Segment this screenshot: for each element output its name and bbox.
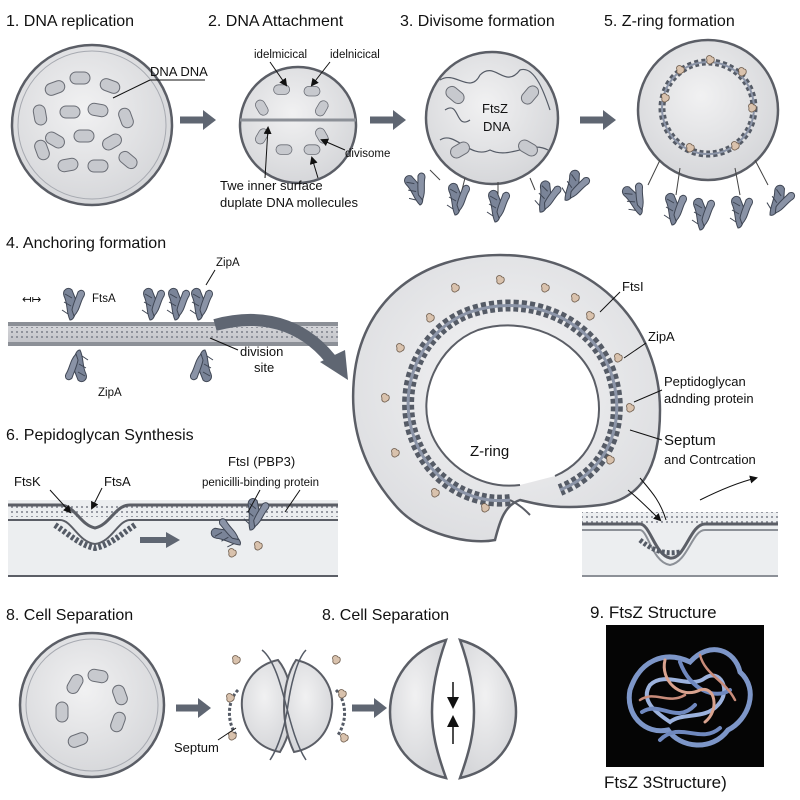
big-septum-label-1: Septum (664, 432, 716, 449)
big-pbp-label-1: Peptidoglycan (664, 374, 746, 389)
panel-2-title: 2. DNA Attachment (208, 13, 344, 30)
big-pbp-label-2: adnding protein (664, 391, 754, 406)
p4-icon-label: ↤↦ (22, 294, 42, 306)
p2-caption-1: Twe inner surface (220, 178, 323, 193)
p6-ftsk-label: FtsK (14, 474, 41, 489)
panel-dna-attachment: 2. DNA Attachment idelmicical idelnicica… (208, 13, 406, 210)
p4-zipa-bottom-label: ZipA (98, 387, 122, 399)
big-z-ring-label: Z-ring (470, 443, 509, 460)
p6-ftsa-label: FtsA (104, 474, 131, 489)
p4-division-label-2: site (254, 360, 274, 375)
panel-6-title: 6. Pepidoglycan Synthesis (6, 427, 194, 444)
separated-cell-right (458, 638, 518, 780)
panel-1-title: 1. DNA replication (6, 13, 134, 30)
separated-cell-left (388, 638, 448, 780)
p2-identical-left-label: idelmicical (254, 49, 307, 61)
panel-z-ring-formation: 5. Z-ring formation (604, 13, 798, 231)
divisome-proteins-5 (618, 179, 798, 231)
p6-ftsi-label-2: penicilli-binding protein (202, 477, 319, 489)
arrow-4-big (213, 313, 340, 369)
panel-8b-title: 8. Cell Separation (322, 607, 449, 624)
anchoring-proteins-top (61, 287, 214, 321)
cell-3 (424, 50, 560, 186)
pg-membrane-bottom (8, 519, 338, 546)
panel-z-ring-detail: FtsI ZipA Peptidoglycan adnding protein … (351, 253, 756, 543)
panel-8a-title: 8. Cell Separation (6, 607, 133, 624)
panel-ftsz-structure: 9. FtsZ Structure FtsZ 3Structure) (590, 603, 764, 792)
panel-anchoring-formation: 4. Anchoring formation ↤↦ FtsA ZipA ZipA… (6, 235, 348, 399)
p2-identical-right-label: idelnicical (330, 49, 380, 61)
panel-divisome-formation: 3. Divisome formation FtsZ DNA (400, 13, 616, 223)
panel-5-title: 5. Z-ring formation (604, 13, 735, 30)
cell-8a (18, 631, 166, 779)
p4-zipa-top-label: ZipA (216, 257, 240, 269)
p8a-septum-label: Septum (174, 740, 219, 755)
p2-divisome-label: divisome (345, 148, 390, 160)
panel-septum-contraction (582, 475, 778, 577)
p4-division-label-1: division (240, 344, 283, 359)
cell-2 (238, 65, 358, 185)
ftsz-caption: FtsZ 3Structure) (604, 773, 727, 792)
dna-pointer (112, 79, 151, 99)
anchoring-proteins-bottom (64, 349, 214, 383)
big-septum-label-2: and Contrcation (664, 452, 756, 467)
ftsz-molecule (626, 647, 753, 748)
p6-ftsi-label-1: FtsI (PBP3) (228, 454, 295, 469)
panel-3-title: 3. Divisome formation (400, 13, 555, 30)
panel-peptidoglycan-synthesis: 6. Pepidoglycan Synthesis FtsK FtsA FtsI… (6, 427, 338, 577)
panel-4-title: 4. Anchoring formation (6, 235, 166, 252)
z-ring-inner (425, 324, 601, 487)
p3-dna-label: DNA (483, 119, 511, 134)
p4-ftsa-label: FtsA (92, 293, 116, 305)
panel-dna-replication: 1. DNA replication DNA DNA (6, 13, 216, 207)
dividing-cells (226, 649, 349, 761)
p1-dna-label: DNA DNA (150, 64, 208, 79)
daughter-cell-right (282, 658, 334, 754)
panel-cell-separation-2: 8. Cell Separation (322, 607, 518, 780)
big-ftsi-label: FtsI (622, 279, 644, 294)
p2-caption-2: duplate DNA mollecules (220, 195, 359, 210)
septum-membrane (582, 522, 778, 560)
panel-cell-separation-1: 8. Cell Separation Septum (6, 607, 387, 779)
panel-9-title: 9. FtsZ Structure (590, 603, 717, 622)
big-zipa-label: ZipA (648, 329, 675, 344)
cell-1-inner-membrane (17, 50, 167, 200)
p3-ftsz-label: FtsZ (482, 101, 508, 116)
cell-1 (10, 43, 174, 207)
